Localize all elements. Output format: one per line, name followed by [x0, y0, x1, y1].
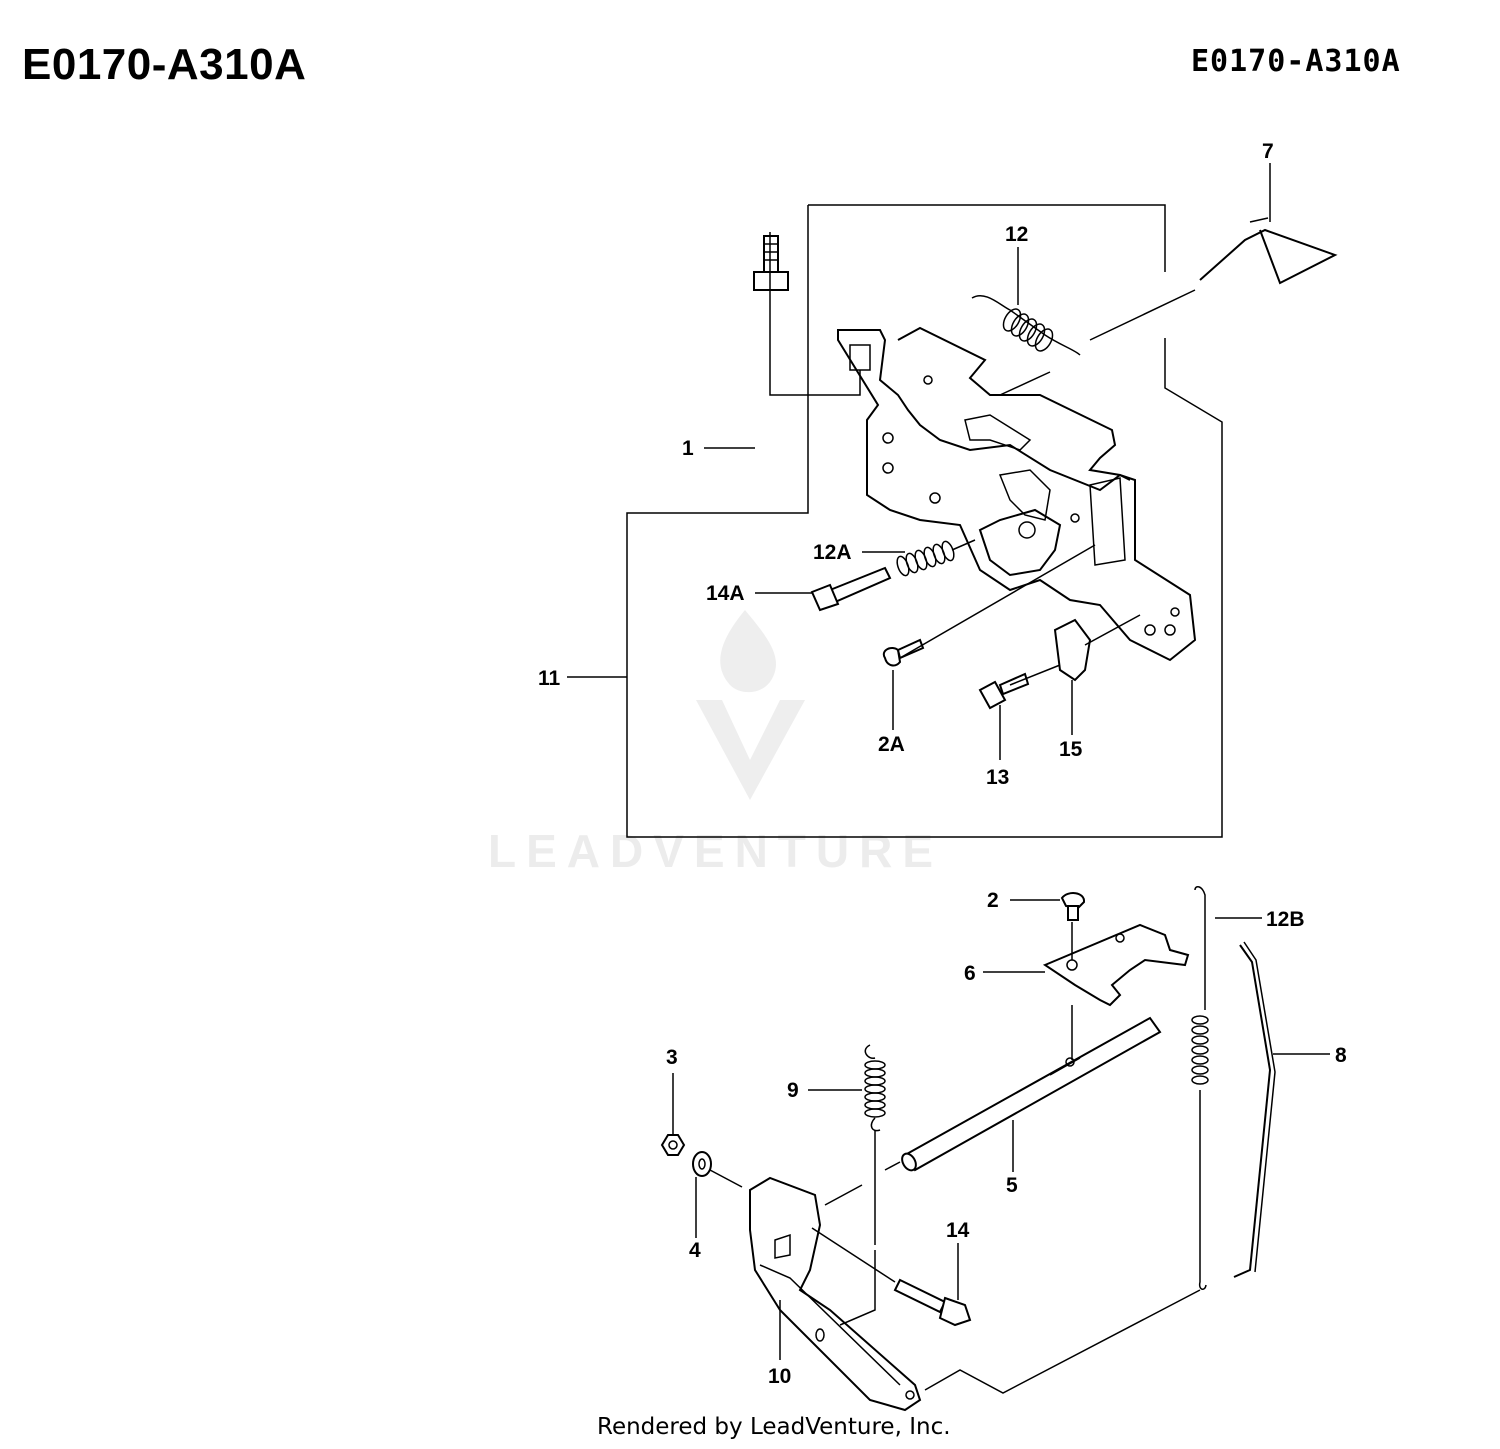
- callout-12B: 12B: [1266, 908, 1305, 931]
- callout-3: 3: [666, 1046, 678, 1069]
- bolt-13: [978, 672, 1030, 710]
- screw-14: [893, 1278, 972, 1327]
- callout-8: 8: [1335, 1044, 1347, 1067]
- screw-2A: [882, 638, 925, 667]
- callout-10: 10: [768, 1365, 791, 1388]
- wire-link-7: [1199, 217, 1338, 285]
- callout-14: 14: [946, 1219, 970, 1242]
- spring-9: [864, 1044, 886, 1132]
- rod-8: [1233, 941, 1276, 1278]
- callout-5: 5: [1006, 1174, 1018, 1197]
- callout-4: 4: [689, 1239, 701, 1262]
- spring-12A: [896, 539, 976, 577]
- bracket-6: [1042, 923, 1190, 1007]
- screw-2: [1060, 892, 1085, 921]
- leader-lines: [567, 163, 1330, 1394]
- watermark-logo: [696, 610, 805, 800]
- control-plate-assembly: [837, 326, 1197, 662]
- lever-10: [749, 1176, 922, 1412]
- nut-3: [660, 1134, 686, 1156]
- callout-14A: 14A: [706, 582, 745, 605]
- callout-9: 9: [787, 1079, 799, 1102]
- diagram-title: E0170-A310A: [22, 40, 307, 89]
- callout-2A: 2A: [878, 733, 905, 756]
- bolt-1: [753, 235, 789, 291]
- shaft-5: [901, 1016, 1162, 1172]
- diagram-reference: E0170-A310A: [1191, 44, 1401, 79]
- callout-7: 7: [1262, 140, 1274, 163]
- callout-1: 1: [682, 437, 694, 460]
- callout-12A: 12A: [813, 541, 852, 564]
- callout-6: 6: [964, 962, 976, 985]
- spring-12B: [1191, 886, 1209, 1290]
- footer-credit: Rendered by LeadVenture, Inc.: [597, 1414, 951, 1440]
- washer-4: [692, 1151, 712, 1177]
- callout-13: 13: [986, 766, 1009, 789]
- callout-2: 2: [987, 889, 999, 912]
- callout-12: 12: [1005, 223, 1028, 246]
- screw-14A: [810, 566, 892, 612]
- assembly-11-outline: [626, 204, 1223, 838]
- clip-15: [1053, 618, 1092, 682]
- spring-12: [971, 295, 1081, 356]
- callout-15: 15: [1059, 738, 1083, 761]
- watermark-text: LEADVENTURE: [488, 825, 944, 877]
- callout-11: 11: [538, 667, 561, 690]
